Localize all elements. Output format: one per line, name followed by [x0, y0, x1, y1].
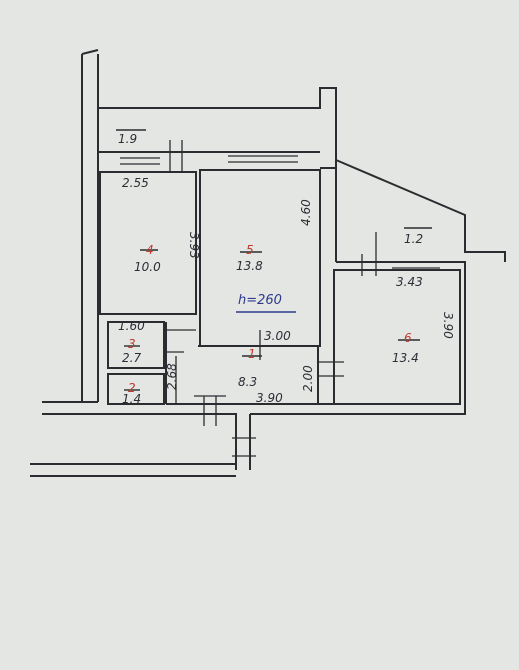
ceiling-height-note: h=260 — [238, 293, 282, 308]
dim-hall-vertical: 2.68 — [165, 363, 179, 390]
outer-left-wall — [81, 49, 99, 402]
balcony-2-area: 1.2 — [404, 232, 423, 246]
dim-room-4-side: 3.93 — [187, 232, 201, 259]
corridor-wall — [320, 167, 337, 262]
balcony-2-outline — [335, 159, 506, 263]
room-2-walls — [107, 373, 165, 405]
window-marks — [120, 140, 440, 457]
room-3-walls — [107, 321, 165, 369]
room-2-area: 1.4 — [122, 392, 141, 406]
room-4-number: 4 — [146, 243, 154, 257]
room-6-number: 6 — [404, 331, 412, 345]
room-5-walls — [199, 169, 321, 347]
room-6-walls — [333, 269, 461, 405]
hall-walls — [165, 322, 334, 405]
room-3-area: 2.7 — [122, 351, 141, 365]
dim-room-6-side: 3.90 — [441, 312, 455, 339]
balcony-1-outline — [98, 87, 337, 168]
outer-right-wall — [460, 261, 466, 415]
dim-room-4-top: 2.55 — [122, 176, 149, 190]
label-underlines — [116, 129, 432, 391]
dim-room-5-bottom: 3.00 — [264, 329, 291, 343]
room-1-number: 1 — [248, 347, 256, 361]
dim-room-5-side: 4.60 — [299, 199, 313, 226]
balcony-1-area: 1.9 — [118, 132, 137, 146]
room-2-number: 2 — [128, 381, 136, 395]
room-4-area: 10.0 — [134, 260, 161, 274]
room-6-area: 13.4 — [392, 351, 419, 365]
room-5-number: 5 — [246, 243, 254, 257]
stair-wall — [30, 463, 236, 477]
room-1-area: 8.3 — [238, 375, 257, 389]
room-3-number: 3 — [128, 337, 136, 351]
outer-bottom-wall — [42, 401, 465, 470]
room-5-area: 13.8 — [236, 259, 263, 273]
dim-hall-bottom: 3.90 — [256, 391, 283, 405]
dim-room-6-top: 3.43 — [396, 275, 423, 289]
dim-room-3-top: 1.60 — [118, 319, 145, 333]
dim-hall-right: 2.00 — [301, 365, 315, 392]
room-4-walls — [99, 171, 197, 315]
